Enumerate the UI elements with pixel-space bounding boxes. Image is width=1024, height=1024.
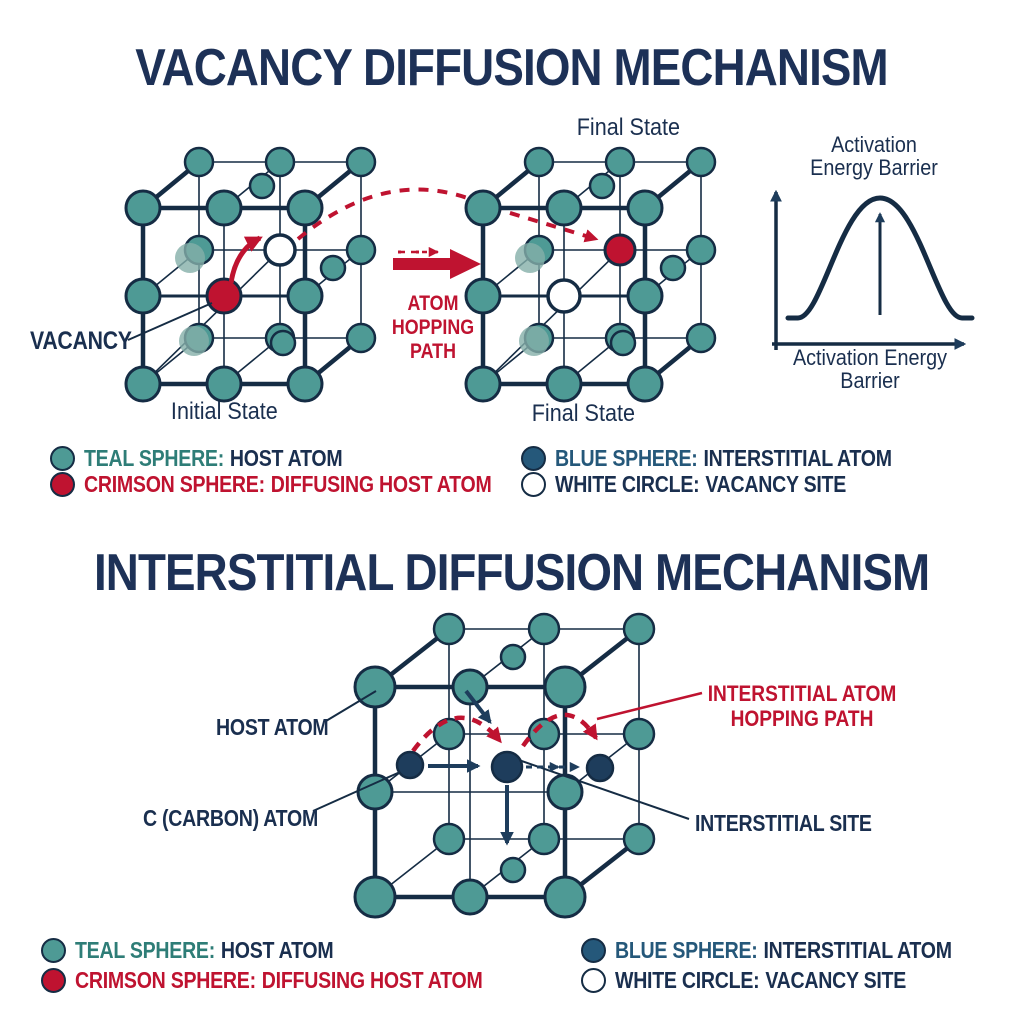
blue-sphere-swatch [581,937,606,963]
hopping-path-pointer [596,691,703,721]
carbon-atom-pointer [312,771,401,812]
legend-item-crimson: CRIMSON SPHERE:DIFFUSING HOST ATOM [41,967,554,993]
crimson-sphere-swatch [50,471,75,497]
interstitial-site-label: INTERSTITIAL SITE [695,810,872,836]
interstitial-atom [490,750,524,784]
crimson-sphere-swatch [41,967,66,993]
interstitial-title: INTERSTITIAL DIFFUSION MECHANISM [94,544,930,602]
hopping-arrow [393,249,481,279]
legend-item-white: WHITE CIRCLE:VACANCY SITE [581,967,957,993]
blue-sphere-swatch [521,445,546,471]
legend-item-blue: BLUE SPHERE:INTERSTITIAL ATOM [521,445,951,471]
diffused-atom-final [603,233,637,267]
final-state-lattice [464,146,717,403]
activation-energy-plot [770,189,975,350]
final-state-label-bottom: Final State [531,400,635,427]
vacancy-title: VACANCY DIFFUSION MECHANISM [135,39,889,97]
carbon-atom-label: C (CARBON) ATOM [143,805,319,831]
faded-host-atom [515,243,545,273]
vacancy-label: VACANCY [30,327,132,355]
teal-sphere-swatch [50,445,75,471]
interstitial-lattice [353,612,656,919]
legend-item-white: WHITE CIRCLE:VACANCY SITE [521,471,897,497]
teal-sphere-swatch [41,937,66,963]
legend-item-teal: TEAL SPHERE:HOST ATOM [41,937,379,963]
interstitial-hopping-path-label: INTERSTITIAL ATOM HOPPING PATH [707,681,897,731]
diffusing-atom [205,277,243,315]
final-state-label-top: Final State [576,114,680,141]
faded-host-atom [179,326,209,356]
atom-jump-arrow [228,235,263,284]
vacancy-site-final [546,278,582,314]
interstitial-atom [395,750,425,780]
legend-item-teal: TEAL SPHERE:HOST ATOM [50,445,388,471]
faded-host-atom [519,326,549,356]
vacancy-pointer-line [127,302,213,341]
interstitial-atom [585,753,615,783]
activation-energy-label-top: Activation Energy Barrier [810,132,938,180]
initial-state-label: Initial State [170,398,278,425]
jump-arrow-diagonal [464,689,492,725]
legend-item-crimson: CRIMSON SPHERE:DIFFUSING HOST ATOM [50,471,563,497]
initial-state-lattice [124,146,377,403]
energy-barrier-curve [785,195,975,321]
hop-arc-1 [411,715,502,753]
interstitial-arrows [395,689,615,846]
white-circle-swatch [521,471,546,497]
activation-energy-label-bottom: Activation Energy Barrier [792,345,948,393]
white-circle-swatch [581,967,606,993]
legend-item-blue: BLUE SPHERE:INTERSTITIAL ATOM [581,937,1011,963]
atom-hopping-path-label: ATOM HOPPING PATH [391,292,475,363]
host-atom-label: HOST ATOM [216,714,329,740]
host-atom-pointer [325,690,377,722]
faded-host-atom [175,243,205,273]
vacancy-site-circle [263,233,297,267]
